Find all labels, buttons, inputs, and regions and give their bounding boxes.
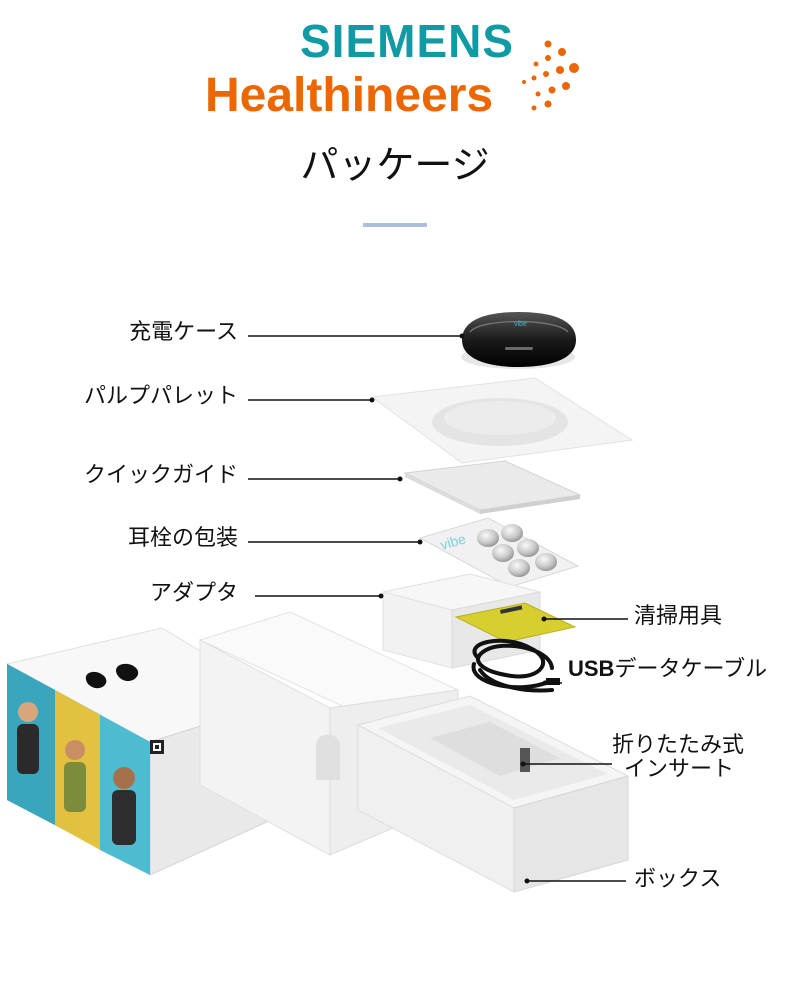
- label-pulp-pallet: パルプパレット: [83, 384, 238, 409]
- label-folding-insert-line2: インサート: [624, 757, 735, 782]
- logo-healthineers-text: Healthineers: [205, 69, 494, 122]
- label-box: ボックス: [634, 867, 722, 892]
- label-earplug-pack: 耳栓の包装: [127, 526, 238, 551]
- quick-guide-illustration: [403, 460, 582, 514]
- usb-cable-illustration: [471, 638, 560, 693]
- callout-end-dots: [369, 333, 548, 884]
- charging-case-illustration: vibe: [461, 312, 576, 369]
- label-adapter: アダプタ: [149, 581, 238, 606]
- logo-dots-icon: [522, 40, 579, 111]
- page-title: パッケージ: [300, 143, 490, 187]
- title-underline: [363, 223, 427, 227]
- label-usb-cable-rest: データケーブル: [614, 657, 768, 682]
- pulp-pallet-illustration: [370, 377, 634, 464]
- earplug-pack-illustration: vibe: [418, 517, 580, 588]
- label-usb-cable-bold: USB: [568, 656, 615, 681]
- label-folding-insert-line1: 折りたたみ式: [612, 733, 745, 758]
- label-charging-case: 充電ケース: [129, 320, 238, 345]
- svg-text:vibe: vibe: [438, 530, 467, 553]
- cleaning-tool-illustration: [454, 602, 577, 643]
- box-illustration: [356, 695, 630, 893]
- svg-text:vibe: vibe: [514, 321, 527, 328]
- logo-siemens-text: SIEMENS: [300, 15, 515, 67]
- callout-lines: [248, 335, 628, 882]
- siemens-healthineers-logo: SIEMENS Healthineers: [0, 0, 790, 130]
- label-usb-cable: USBデータケーブル: [568, 658, 767, 681]
- label-cleaning-tool: 清掃用具: [634, 604, 723, 629]
- label-quick-guide: クイックガイド: [83, 463, 238, 488]
